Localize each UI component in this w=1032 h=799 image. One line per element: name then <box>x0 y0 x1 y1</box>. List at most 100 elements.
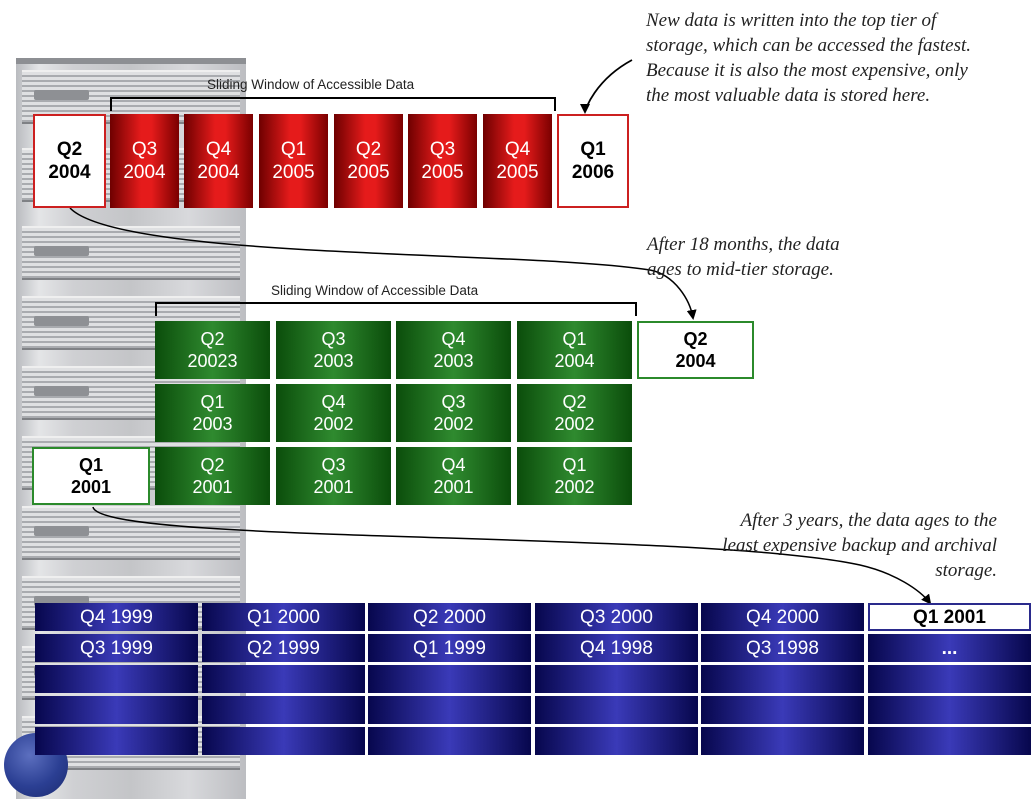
archive-block <box>868 696 1031 724</box>
note-line: least expensive backup and archival <box>722 535 997 556</box>
archive-block <box>868 665 1031 693</box>
block-year: 2005 <box>272 162 315 183</box>
block-quarter: Q2 <box>200 455 225 475</box>
arrow-mid-to-archive <box>92 506 932 605</box>
archive-block: Q1 2000 <box>202 603 365 631</box>
block-label: Q1 2000 <box>247 606 320 628</box>
mid-block: Q4 2001 <box>396 447 511 505</box>
block-quarter: Q4 <box>441 329 466 349</box>
block-quarter: Q3 <box>441 392 466 412</box>
archive-block <box>368 727 531 755</box>
block-quarter: Q1 <box>562 455 587 475</box>
mid-block: Q1 2004 <box>517 321 632 379</box>
block-quarter: Q1 <box>200 392 225 412</box>
block-year: 2003 <box>433 351 474 371</box>
top-block: Q1 2005 <box>259 114 328 208</box>
mid-block: Q4 2002 <box>276 384 391 442</box>
arrow-note-to-top <box>580 59 633 114</box>
block-quarter: Q2 <box>355 139 382 160</box>
block-label: Q4 1999 <box>80 606 153 628</box>
block-quarter: Q4 <box>441 455 466 475</box>
block-year: 2004 <box>554 351 595 371</box>
block-year: 2001 <box>192 477 233 497</box>
block-year: 20023 <box>187 351 238 371</box>
block-year: 2003 <box>313 351 354 371</box>
mid-block: Q2 20023 <box>155 321 270 379</box>
block-label: Q2 2000 <box>413 606 486 628</box>
archive-block <box>868 727 1031 755</box>
block-quarter: Q2 <box>683 329 708 349</box>
archive-block: Q4 1999 <box>35 603 198 631</box>
block-label: Q3 1999 <box>80 637 153 659</box>
note-line: ages to mid-tier storage. <box>647 259 834 280</box>
block-year: 2002 <box>554 477 595 497</box>
archive-block: Q3 2000 <box>535 603 698 631</box>
block-label: Q3 1998 <box>746 637 819 659</box>
block-year: 2004 <box>123 162 166 183</box>
mid-block: Q4 2003 <box>396 321 511 379</box>
archive-block <box>202 665 365 693</box>
block-year: 2005 <box>496 162 539 183</box>
block-label: Q3 2000 <box>580 606 653 628</box>
block-year: 2005 <box>421 162 464 183</box>
mid-block: Q2 2002 <box>517 384 632 442</box>
archive-block <box>35 727 198 755</box>
block-quarter: Q2 <box>200 329 225 349</box>
block-label: Q4 1998 <box>580 637 653 659</box>
top-block: Q4 2004 <box>184 114 253 208</box>
block-quarter: Q4 <box>504 139 531 160</box>
archive-more-block: ... <box>868 634 1031 662</box>
top-window-label: Sliding Window of Accessible Data <box>207 77 415 92</box>
mid-block: Q3 2003 <box>276 321 391 379</box>
archive-block: Q4 1998 <box>535 634 698 662</box>
archive-block <box>701 696 864 724</box>
top-tier-note: New data is written into the top tier of… <box>646 8 1032 108</box>
block-year: 2004 <box>48 162 91 183</box>
block-label: Q4 2000 <box>746 606 819 628</box>
archive-block: Q4 2000 <box>701 603 864 631</box>
block-quarter: Q3 <box>131 139 158 160</box>
block-year: 2002 <box>554 414 595 434</box>
mid-outgoing-block: Q1 2001 <box>32 447 150 505</box>
top-block: Q4 2005 <box>483 114 552 208</box>
block-year: 2001 <box>313 477 354 497</box>
archive-block: Q2 1999 <box>202 634 365 662</box>
ellipsis-label: ... <box>941 637 958 659</box>
block-year: 2001 <box>70 477 112 497</box>
block-label: Q2 1999 <box>247 637 320 659</box>
arrow-top-to-mid <box>69 207 697 320</box>
top-outgoing-block: Q2 2004 <box>33 114 106 208</box>
top-block: Q3 2005 <box>408 114 477 208</box>
note-line: storage. <box>935 560 997 581</box>
archive-block <box>202 727 365 755</box>
archive-block <box>535 696 698 724</box>
mid-block: Q1 2002 <box>517 447 632 505</box>
block-year: 2003 <box>192 414 233 434</box>
block-label: Q1 2001 <box>913 606 986 628</box>
mid-block: Q3 2002 <box>396 384 511 442</box>
block-year: 2006 <box>571 162 615 183</box>
note-line: the most valuable data is stored here. <box>646 85 931 106</box>
archive-tier-note: After 3 years, the data ages to the leas… <box>640 508 997 583</box>
archive-block <box>535 665 698 693</box>
note-line: Because it is also the most expensive, o… <box>646 60 968 81</box>
block-quarter: Q3 <box>321 455 346 475</box>
archive-block <box>202 696 365 724</box>
block-quarter: Q1 <box>280 139 307 160</box>
block-quarter: Q1 <box>78 455 103 475</box>
archive-block <box>35 696 198 724</box>
mid-tier-note: After 18 months, the data ages to mid-ti… <box>647 232 1027 282</box>
archive-block <box>368 665 531 693</box>
mid-block: Q2 2001 <box>155 447 270 505</box>
block-year: 2001 <box>433 477 474 497</box>
block-year: 2004 <box>675 351 716 371</box>
top-incoming-block: Q1 2006 <box>557 114 629 208</box>
archive-block <box>368 696 531 724</box>
mid-block: Q3 2001 <box>276 447 391 505</box>
top-block: Q2 2005 <box>334 114 403 208</box>
block-quarter: Q3 <box>429 139 456 160</box>
mid-block: Q1 2003 <box>155 384 270 442</box>
mid-window-bracket <box>155 302 637 316</box>
block-quarter: Q1 <box>580 139 606 160</box>
